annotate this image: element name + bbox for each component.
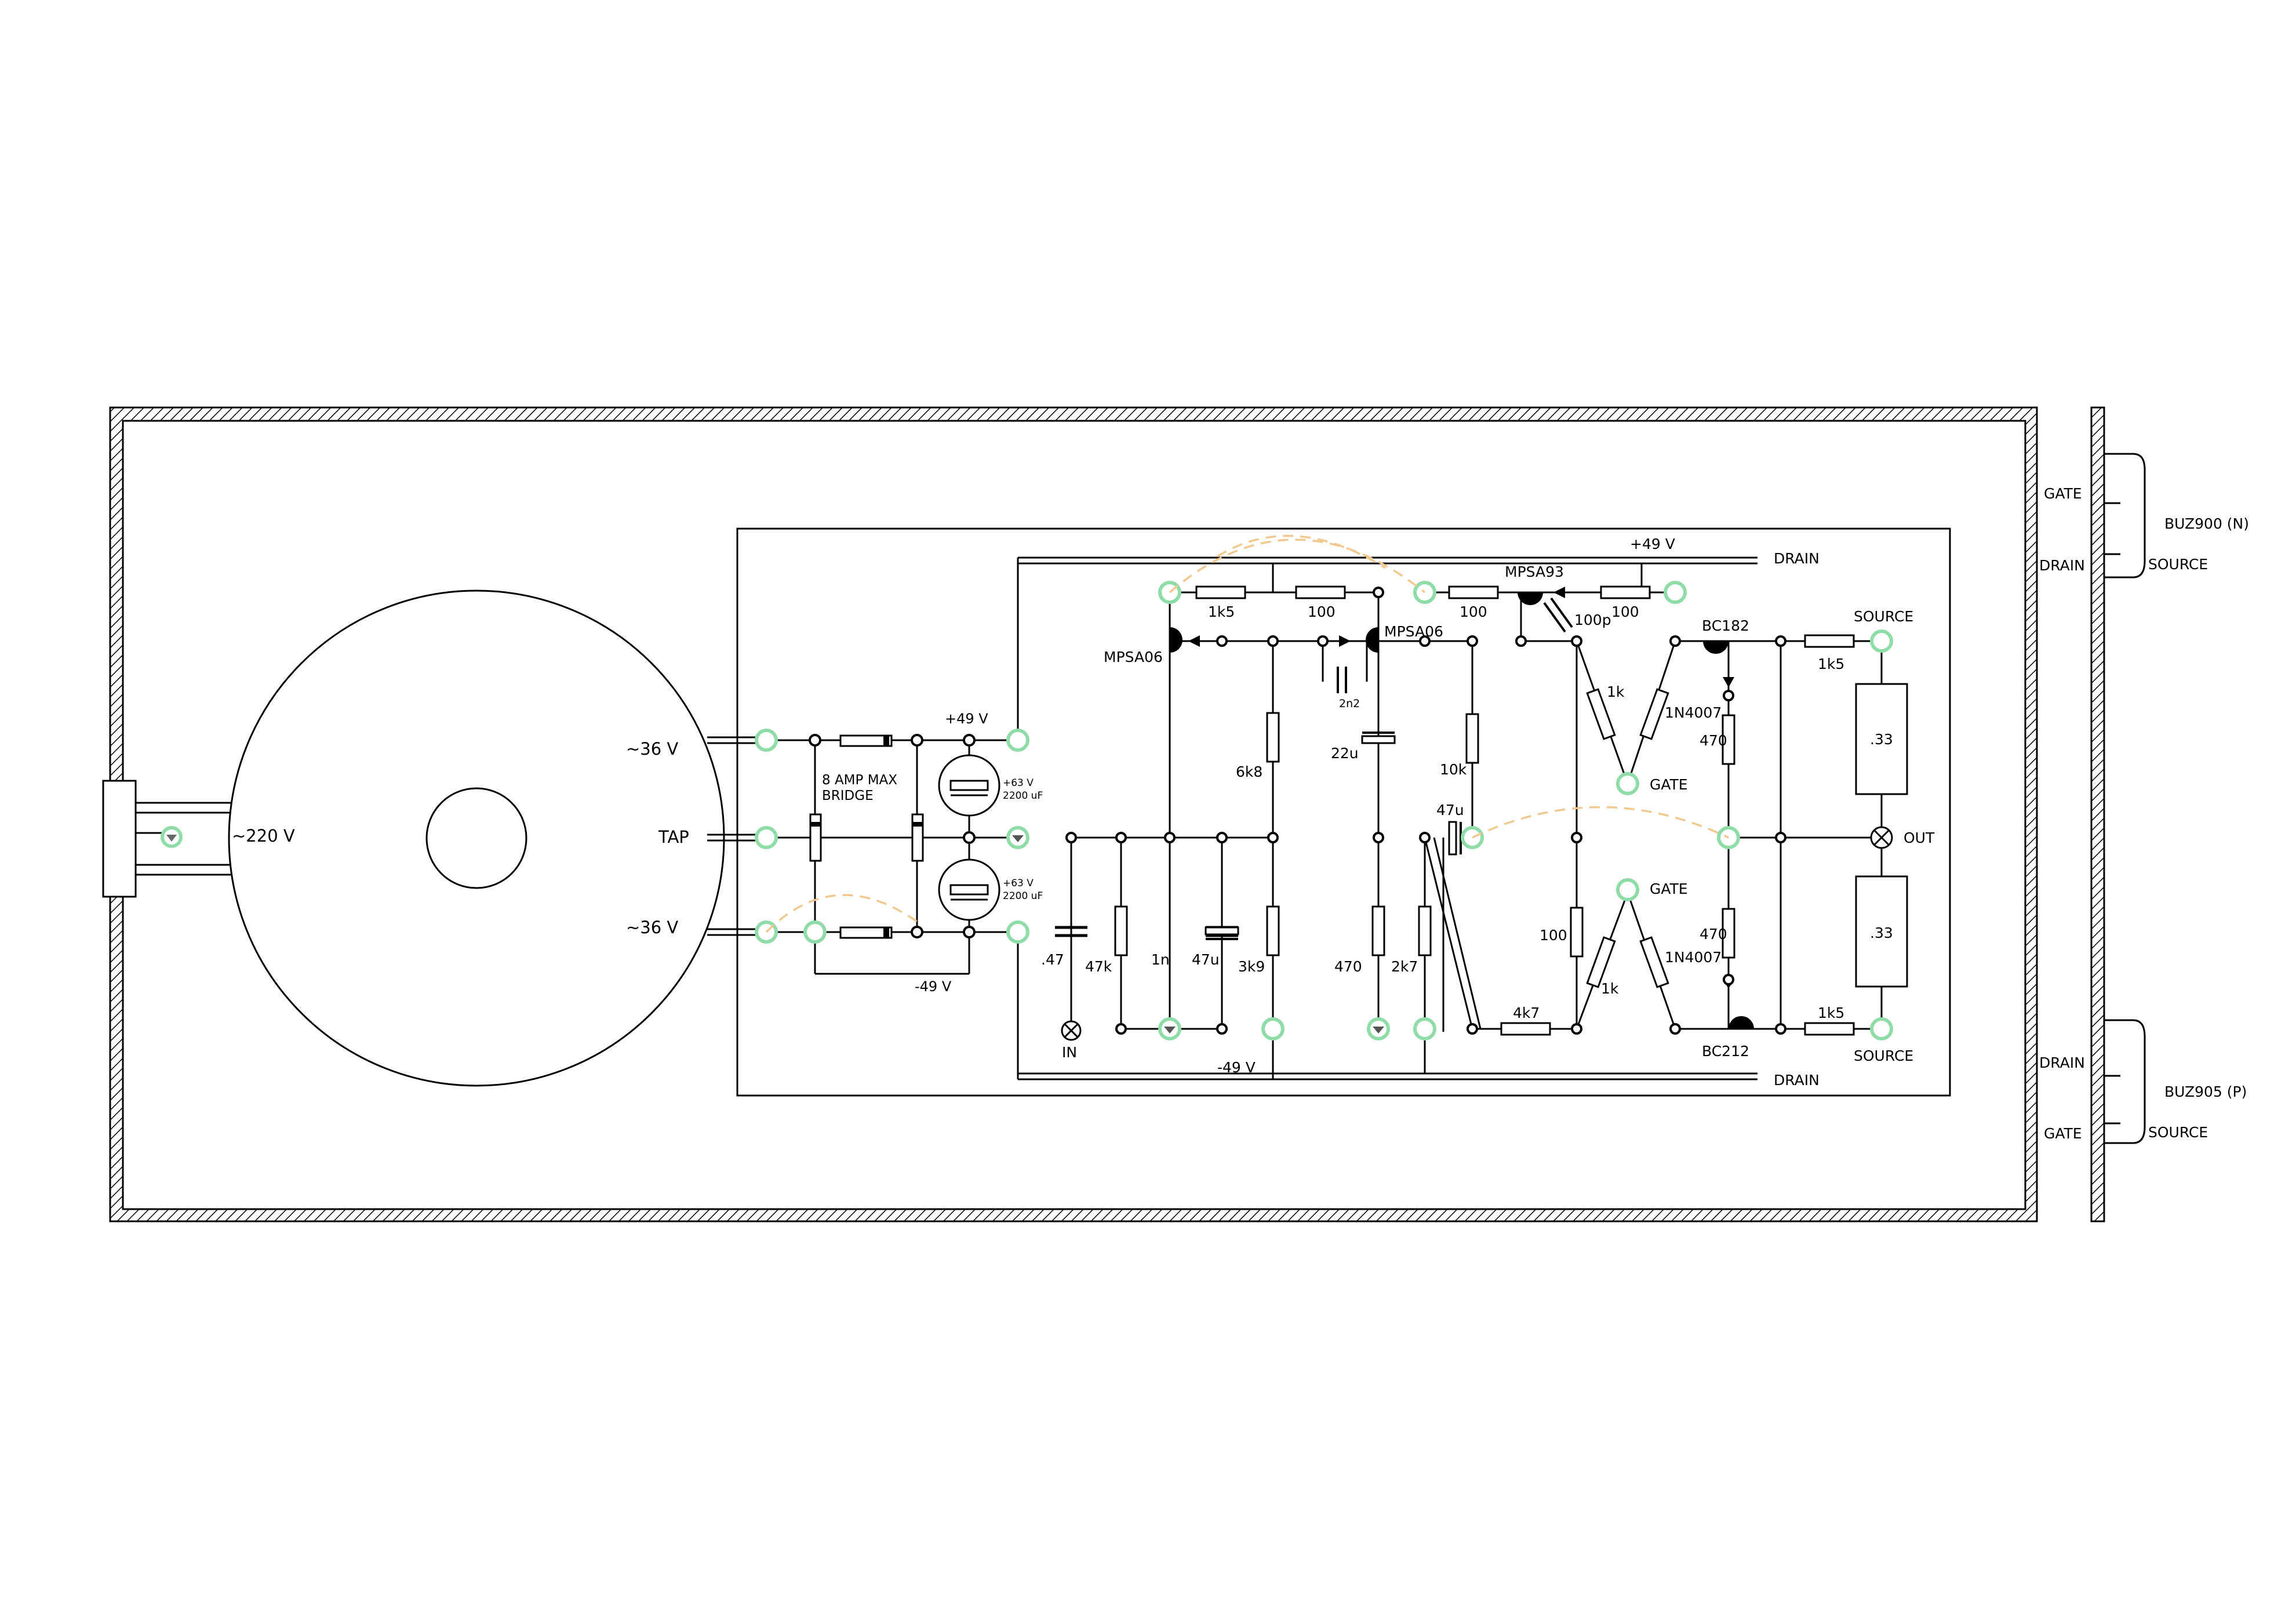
p-mosfet-source-pin: SOURCE [2148,1124,2208,1141]
transformer-primary-label: ~220 V [232,826,295,846]
r-033-top-label: .33 [1870,731,1893,748]
r-47k-label: 47k [1085,958,1112,975]
mains-inlet [102,780,232,898]
r-1k-bottom-label: 1k [1601,980,1619,997]
r-1k5-out-bottom-label: 1k5 [1818,1005,1844,1021]
c-047-label: .47 [1041,951,1064,968]
r-10k-label: 10k [1440,761,1467,778]
heatsink-bar [2090,406,2105,1222]
q1-label: MPSA06 [1104,649,1163,665]
r-4k7-label: 4k7 [1513,1005,1540,1021]
p-mosfet-name: BUZ905 (P) [2164,1083,2247,1100]
in-label: IN [1062,1044,1077,1061]
c-1n-label: 1n [1151,951,1170,968]
r-3k9-label: 3k9 [1238,958,1265,975]
r-2k7-label: 2k7 [1391,958,1418,975]
cap-top-rating: +63 V [1003,777,1034,789]
drain-top-label: DRAIN [1774,550,1820,567]
n-mosfet-gate-pin: GATE [2044,485,2082,502]
c-22u-label: 22u [1331,745,1359,762]
q3-label: MPSA93 [1505,563,1564,580]
secondary-bottom-label: ~36 V [626,918,678,937]
bridge-label-line2: BRIDGE [822,788,874,803]
c-47u-a-label: 47u [1436,802,1464,818]
output-connector [1870,826,1893,849]
gate-bottom-label: GATE [1650,880,1688,897]
cap-bottom-value: 2200 uF [1003,890,1043,902]
r-100-d-label: 100 [1540,927,1567,944]
c-100p-label: 100p [1574,612,1611,628]
mosfet-p-channel: DRAIN GATE SOURCE BUZ905 (P) [2039,1019,2247,1144]
cap-bottom-rating: +63 V [1003,878,1034,889]
q5-label: BC212 [1702,1043,1749,1060]
r-033-bottom-label: .33 [1870,925,1893,941]
c-47u-b-label: 47u [1192,951,1220,968]
mosfet-n-channel: GATE DRAIN SOURCE BUZ900 (N) [2039,453,2249,578]
gate-top-label: GATE [1650,776,1688,793]
r-470-bottom-label: 470 [1700,926,1727,942]
bridge-label-line1: 8 AMP MAX [822,773,897,788]
toroidal-transformer: ~220 V ~36 V TAP ~36 V [228,589,725,1087]
r-6k8-label: 6k8 [1236,763,1262,780]
q4-label: BC182 [1702,617,1749,634]
amplifier-labels: +49 V -49 V DRAIN DRAIN SOURCE SOURCE GA… [1041,536,1935,1089]
r-1k5-top-label: 1k5 [1208,603,1235,620]
d-1n4007-bottom-label: 1N4007 [1665,949,1722,966]
p-mosfet-gate-pin: GATE [2044,1125,2082,1142]
n-mosfet-name: BUZ900 (N) [2164,515,2249,532]
secondary-tap-label: TAP [658,827,689,847]
ps-rail-neg-label: -49 V [915,978,952,995]
r-100-c-label: 100 [1611,603,1639,620]
r-470-top-label: 470 [1700,732,1727,749]
cap-top-value: 2200 uF [1003,790,1043,802]
source-bottom-label: SOURCE [1854,1047,1913,1064]
jumper-wires [765,534,1729,933]
n-mosfet-source-pin: SOURCE [2148,556,2208,573]
n-mosfet-drain-pin: DRAIN [2039,557,2085,574]
source-top-label: SOURCE [1854,608,1913,625]
r-100-b-label: 100 [1460,603,1487,620]
r-1k5-out-top-label: 1k5 [1818,656,1844,672]
d-1n4007-top-label: 1N4007 [1665,704,1722,721]
input-connector [1061,974,1082,1041]
r-470-mid-label: 470 [1334,958,1362,975]
pcb-outline [736,527,1951,1097]
r-100-a-label: 100 [1308,603,1336,620]
out-label: OUT [1904,829,1935,846]
c-2n2-label: 2n2 [1339,697,1360,710]
r-1k-top-label: 1k [1607,683,1625,700]
amp-rail-pos-label: +49 V [1630,536,1675,552]
amplifier-wiring [1017,556,1908,1080]
p-mosfet-drain-pin: DRAIN [2039,1054,2085,1071]
q2-label: MPSA06 [1384,623,1443,640]
drain-bottom-label: DRAIN [1774,1072,1820,1089]
secondary-top-label: ~36 V [626,739,678,759]
ps-rail-pos-label: +49 V [945,711,988,727]
amp-rail-neg-label: -49 V [1217,1059,1256,1076]
power-supply-wiring: 8 AMP MAX BRIDGE +63 V 2200 uF +63 V 220… [707,711,1043,995]
